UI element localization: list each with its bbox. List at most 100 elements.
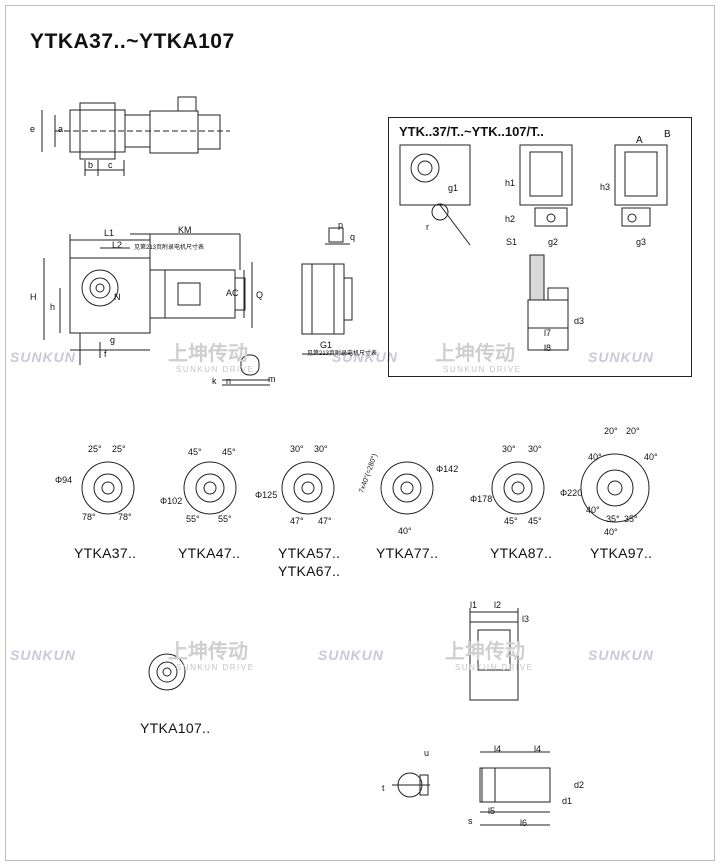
watermark-sub: SUNKUN DRIVE <box>176 663 254 672</box>
watermark-cn: 上坤传动 <box>445 639 525 663</box>
dim-s1: S1 <box>506 237 518 247</box>
dim-d2: d2 <box>574 780 585 790</box>
watermark-brand: SUNKUN <box>332 349 398 365</box>
flange-87-angle: 45° <box>504 516 518 526</box>
dim-r: r <box>426 222 429 232</box>
model-ytka97: YTKA97.. <box>590 545 653 561</box>
dim-l1: l1 <box>470 600 478 610</box>
side-view-drawing <box>301 227 353 355</box>
flange-77-dia: Φ142 <box>436 464 459 474</box>
flange-97-angle: 20° <box>626 426 640 436</box>
flange-97-angle: 35° <box>624 514 638 524</box>
watermark-cn: 上坤传动 <box>435 341 515 365</box>
watermark-cn: 上坤传动 <box>168 639 248 663</box>
dim-A: A <box>636 135 643 146</box>
dim-c: c <box>108 160 113 170</box>
flange-57-angle: 30° <box>314 444 328 454</box>
dim-l7: l7 <box>544 328 552 338</box>
flange-97-angle: 40° <box>588 452 602 462</box>
shaft-drawings <box>392 608 551 826</box>
watermark-sub: SUNKUN DRIVE <box>176 365 254 374</box>
dim-h3: h3 <box>600 182 611 192</box>
dim-l4: l4 <box>494 744 502 754</box>
dim-l5: l5 <box>488 806 496 816</box>
flange-47-angle: 45° <box>222 447 236 457</box>
flange-37-angle: 78° <box>118 512 132 522</box>
flange-37-angle: 78° <box>82 512 96 522</box>
dim-a: a <box>58 124 64 134</box>
dim-t: t <box>382 783 385 793</box>
dim-f: f <box>104 349 107 359</box>
flange-57-angle: 47° <box>318 516 332 526</box>
dim-b: b <box>88 160 94 170</box>
model-ytka47: YTKA47.. <box>178 545 241 561</box>
dim-h2: h2 <box>505 214 516 224</box>
flange-47-angle: 55° <box>218 514 232 524</box>
dim-Q: Q <box>256 290 264 300</box>
flange-row-drawing <box>81 453 650 691</box>
flange-57-angle: 47° <box>290 516 304 526</box>
watermark-brand: SUNKUN <box>588 647 654 663</box>
dim-s: s <box>468 816 473 826</box>
dim-g3: g3 <box>636 237 647 247</box>
dim-d1: d1 <box>562 796 573 806</box>
key-drawing <box>222 354 270 386</box>
flange-97-angle: 40° <box>604 527 618 537</box>
flange-97-angle: 40° <box>644 452 658 462</box>
flange-47-angle: 45° <box>188 447 202 457</box>
dim-g: g <box>110 335 116 345</box>
flange-37-angle: 25° <box>88 444 102 454</box>
watermark-sub: SUNKUN DRIVE <box>455 663 533 672</box>
dim-m: m <box>268 374 276 384</box>
flange-77-angle: 40° <box>398 526 412 536</box>
dim-l2: l2 <box>494 600 502 610</box>
flange-97-angle: 20° <box>604 426 618 436</box>
flange-87-dia: Φ178 <box>470 494 493 504</box>
dim-g2: g2 <box>548 237 559 247</box>
dim-note1: 见第213页附录电机尺寸表 <box>134 245 205 251</box>
dim-l8: l8 <box>544 343 552 353</box>
dim-n: n <box>226 376 232 386</box>
dim-N: N <box>114 292 121 302</box>
flange-37-angle: 25° <box>112 444 126 454</box>
dim-h: h <box>50 302 56 312</box>
flange-97-dia: Φ220 <box>560 488 583 498</box>
watermark-cn: 上坤传动 <box>168 341 248 365</box>
dim-L2: L2 <box>112 240 123 250</box>
inset-drawings <box>399 144 668 351</box>
dim-d3: d3 <box>574 316 585 326</box>
flange-87-angle: 30° <box>528 444 542 454</box>
model-ytka107: YTKA107.. <box>140 720 211 736</box>
dim-H: H <box>30 292 37 302</box>
flange-47-angle: 55° <box>186 514 200 524</box>
inset-box <box>388 117 692 377</box>
dim-KM: KM <box>178 225 192 235</box>
top-view-drawing <box>41 96 230 176</box>
dim-AC: AC <box>226 288 239 298</box>
flange-57-angle: 30° <box>290 444 304 454</box>
flange-87-angle: 45° <box>528 516 542 526</box>
dim-l3: l3 <box>522 614 530 624</box>
page-title: YTKA37..~YTKA107 <box>30 30 235 53</box>
flange-97-angle: 40° <box>586 505 600 515</box>
dim-l6: l6 <box>520 818 528 828</box>
flange-37-dia: Φ94 <box>55 475 73 485</box>
watermark-brand: SUNKUN <box>318 647 384 663</box>
model-ytka57: YTKA57.. <box>278 545 341 561</box>
model-ytka77: YTKA77.. <box>376 545 439 561</box>
flange-57-dia: Φ125 <box>255 490 278 500</box>
dim-h1: h1 <box>505 178 516 188</box>
dim-k: k <box>212 376 217 386</box>
model-ytka37: YTKA37.. <box>74 545 137 561</box>
page-frame <box>5 5 715 861</box>
dim-G1: G1 <box>320 340 333 350</box>
front-view-drawing <box>43 233 253 365</box>
dim-L1: L1 <box>104 228 115 238</box>
dim-l4: l4 <box>534 744 542 754</box>
watermarks: SUNKUN 上坤传动 SUNKUN DRIVE SUNKUN 上坤传动 SUN… <box>10 341 654 672</box>
model-ytka87: YTKA87.. <box>490 545 553 561</box>
dim-B: B <box>664 129 671 140</box>
flange-87-angle: 30° <box>502 444 516 454</box>
dim-u: u <box>424 748 430 758</box>
